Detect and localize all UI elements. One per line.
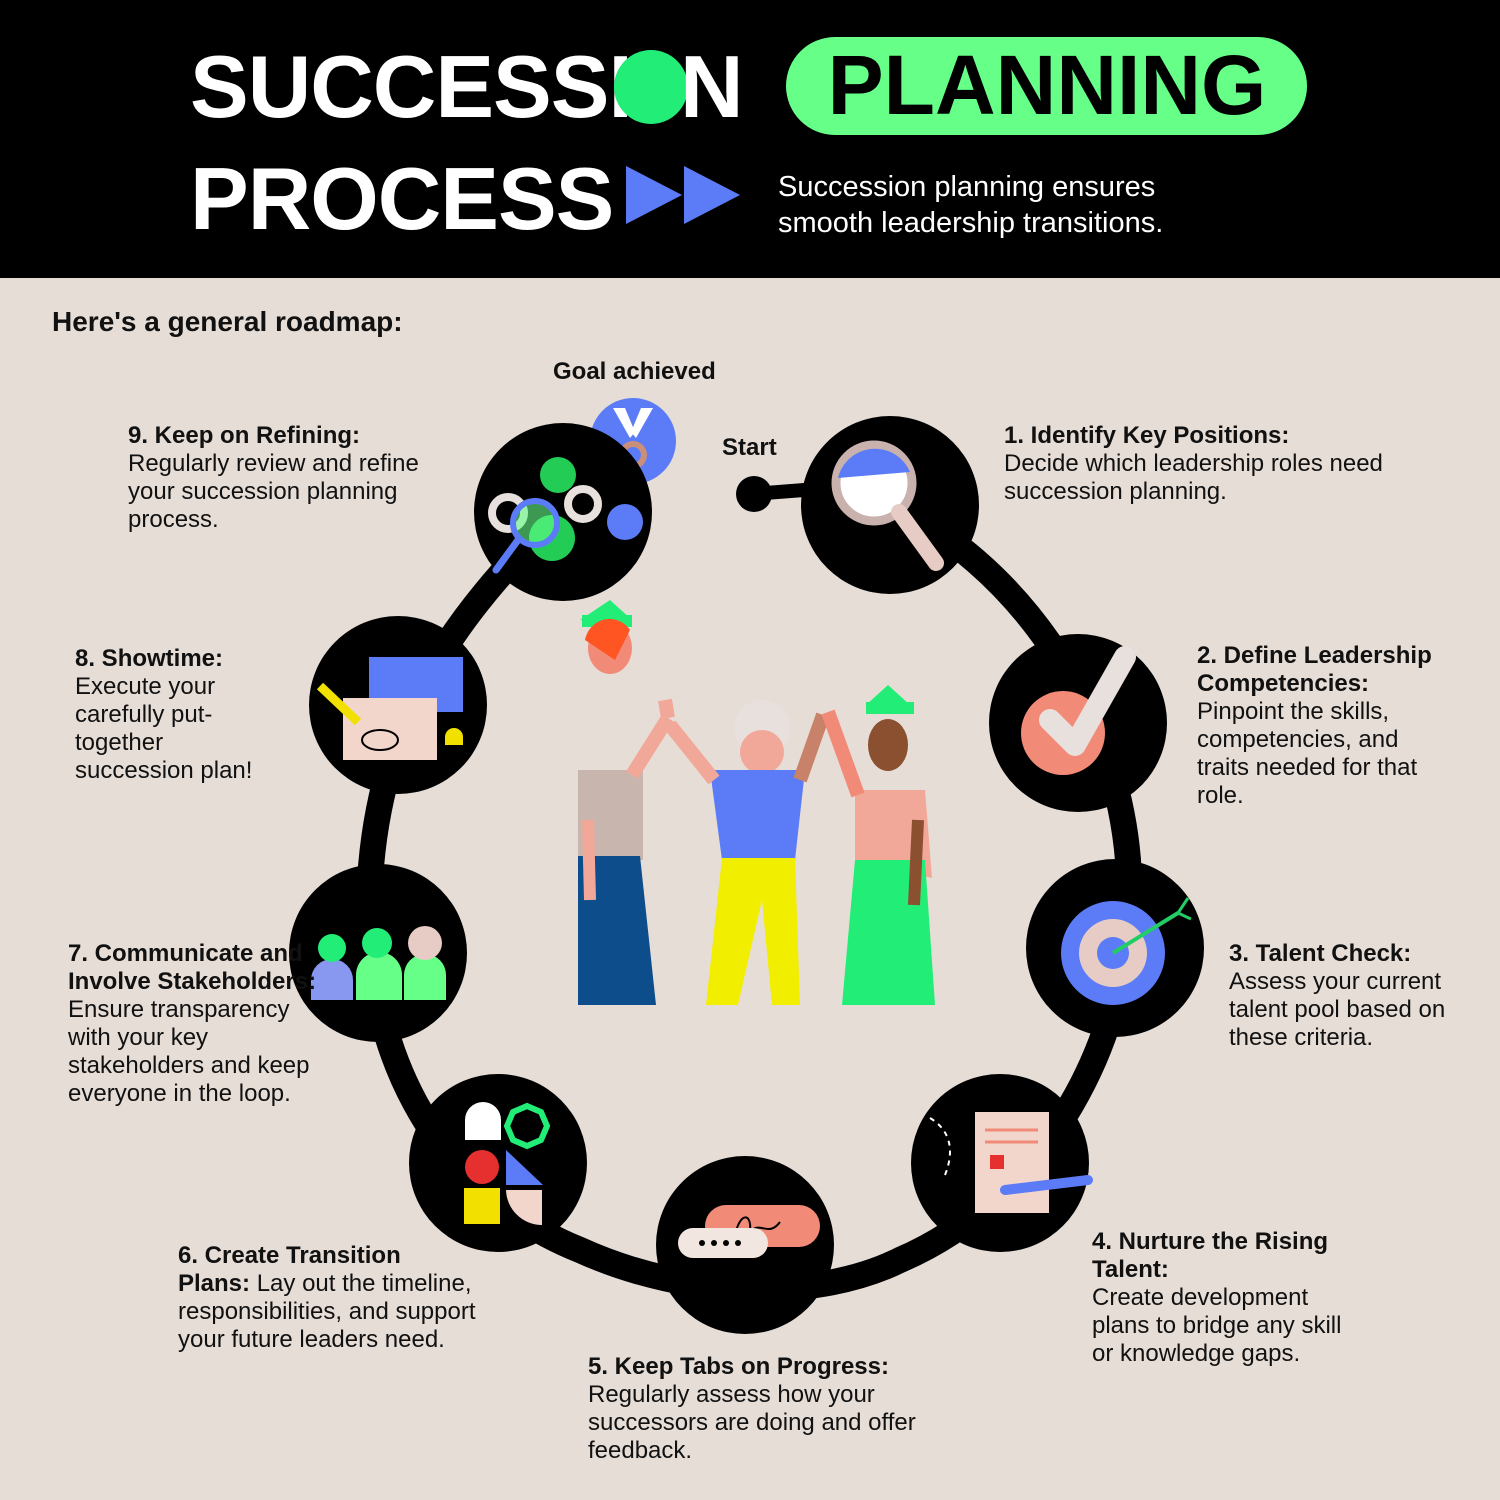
step-9-text: 9. Keep on Refining: Regularly review an… [128, 422, 458, 534]
subtitle: Succession planning ensures smooth leade… [778, 171, 1164, 239]
step-1-title: 1. Identify Key Positions: [1004, 422, 1290, 449]
step-2-text: 2. Define Leadership Competencies: Pinpo… [1197, 642, 1437, 810]
step-5-circle [656, 1156, 834, 1334]
step-8-title: 8. Showtime: [75, 645, 224, 672]
step-3-body: Assess your current talent pool based on… [1229, 968, 1446, 1051]
step-6-text: 6. Create Transition Plans: Lay out the … [178, 1242, 478, 1354]
step-3-circle [1026, 859, 1204, 1037]
title-word-succession-end: N [680, 37, 744, 136]
step-4-circle [911, 1074, 1093, 1252]
title-word-planning: PLANNING [827, 38, 1267, 132]
step-3-text: 3. Talent Check: Assess your current tal… [1229, 940, 1459, 1052]
goal-achieved-label: Goal achieved [553, 358, 716, 385]
step-9-body: Regularly review and refine your success… [128, 450, 419, 533]
step-9-title: 9. Keep on Refining: [128, 422, 361, 449]
header: SUCCESSI N PLANNING PROCESS Succession p… [0, 0, 1500, 278]
step-6-body: Lay out the timeline, responsibilities, … [178, 1270, 476, 1353]
step-3-title: 3. Talent Check: [1229, 940, 1412, 967]
step-6-circle [409, 1074, 587, 1252]
team-celebration-illustration [578, 600, 935, 1005]
step-5-body: Regularly assess how your successors are… [588, 1381, 916, 1464]
title-word-succession: SUCCESSI [190, 37, 633, 136]
step-6-title: 6. Create Transition Plans: [178, 1242, 401, 1297]
step-2-title: 2. Define Leadership Competencies: [1197, 642, 1432, 697]
step-2-circle [989, 634, 1167, 812]
step-8-text: 8. Showtime: Execute your carefully put-… [75, 645, 275, 785]
step-4-body: Create development plans to bridge any s… [1092, 1284, 1342, 1367]
step-4-text: 4. Nurture the Rising Talent: Create dev… [1092, 1228, 1352, 1368]
title-word-process: PROCESS [190, 149, 614, 248]
step-8-circle [309, 616, 487, 794]
fast-forward-icon [626, 166, 740, 224]
step-7-circle [289, 864, 467, 1042]
step-8-body: Execute your carefully put-together succ… [75, 673, 253, 784]
step-7-text: 7. Communicate and Involve Stakeholders:… [68, 940, 318, 1108]
step-2-body: Pinpoint the skills, competencies, and t… [1197, 698, 1418, 809]
step-9-circle [474, 423, 652, 601]
step-5-title: 5. Keep Tabs on Progress: [588, 1353, 889, 1380]
step-1-text: 1. Identify Key Positions: Decide which … [1004, 422, 1384, 506]
step-4-title: 4. Nurture the Rising Talent: [1092, 1228, 1329, 1283]
step-7-body: Ensure transparency with your key stakeh… [68, 996, 310, 1107]
start-label: Start [722, 434, 777, 461]
step-7-title: 7. Communicate and Involve Stakeholders: [68, 940, 317, 995]
title-highlight-pill [786, 37, 1307, 135]
start-dot [736, 476, 772, 512]
step-1-circle [801, 416, 979, 594]
intro-heading: Here's a general roadmap: [52, 306, 403, 337]
step-1-body: Decide which leadership roles need succe… [1004, 450, 1383, 505]
title-o-dot-icon [614, 50, 688, 124]
step-5-text: 5. Keep Tabs on Progress: Regularly asse… [588, 1353, 928, 1465]
